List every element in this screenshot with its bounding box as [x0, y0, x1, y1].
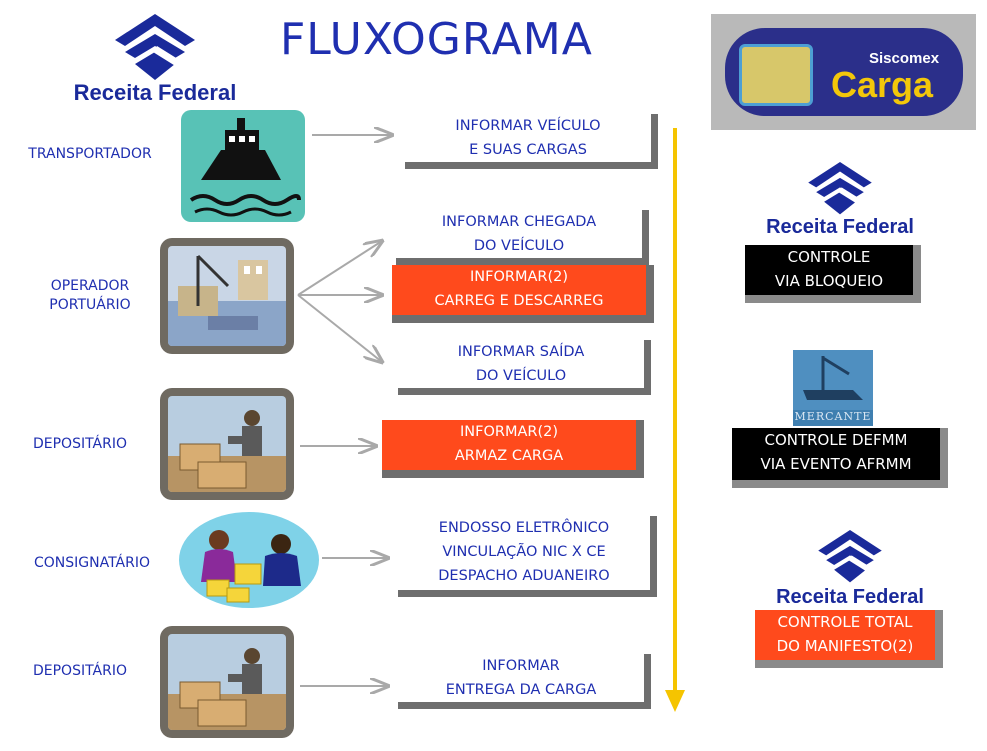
control-3-logo-text: Receita Federal	[776, 586, 924, 608]
actor-operador-portuario: OPERADOR PORTUÁRIO	[49, 278, 131, 313]
actor-depositario-2: DEPOSITÁRIO	[32, 663, 128, 679]
warehouse-illustration-2	[160, 626, 294, 738]
receita-federal-emblem-icon	[115, 14, 195, 80]
siscomex-carga-logo: Siscomex Carga	[711, 14, 976, 130]
actor-depositario-1: DEPOSITÁRIO	[32, 436, 128, 452]
box-informar-armaz: INFORMAR(2)ARMAZ CARGA	[382, 420, 644, 478]
consignee-illustration	[177, 510, 321, 610]
arrow-operador-chegada	[297, 241, 382, 296]
timeline-arrowhead	[665, 690, 685, 712]
container-icon	[739, 44, 813, 106]
page-title: FLUXOGRAMA	[280, 14, 593, 65]
receita-federal-logo: Receita Federal	[55, 8, 255, 108]
receita-federal-logo-text: Receita Federal	[73, 80, 237, 105]
ship-illustration	[181, 110, 305, 222]
warehouse-illustration-1	[160, 388, 294, 500]
siscomex-text: Siscomex	[869, 50, 940, 67]
mercante-logo: MERCANTE	[793, 350, 873, 426]
arrow-operador-saida	[297, 294, 382, 362]
box-informar-carreg: INFORMAR(2)CARREG E DESCARREG	[392, 265, 654, 323]
actor-consignatario: CONSIGNATÁRIO	[33, 555, 150, 571]
receita-federal-logo-control-3: Receita Federal	[760, 530, 940, 610]
receita-federal-logo-control-1: Receita Federal	[750, 162, 930, 242]
port-illustration	[160, 238, 294, 354]
receita-federal-emblem-icon	[818, 530, 882, 583]
mercante-logo-text: MERCANTE	[794, 410, 872, 423]
control-1-logo-text: Receita Federal	[766, 216, 914, 238]
receita-federal-emblem-icon	[808, 162, 872, 215]
carga-text: Carga	[831, 64, 934, 105]
actor-transportador: TRANSPORTADOR	[28, 146, 152, 162]
